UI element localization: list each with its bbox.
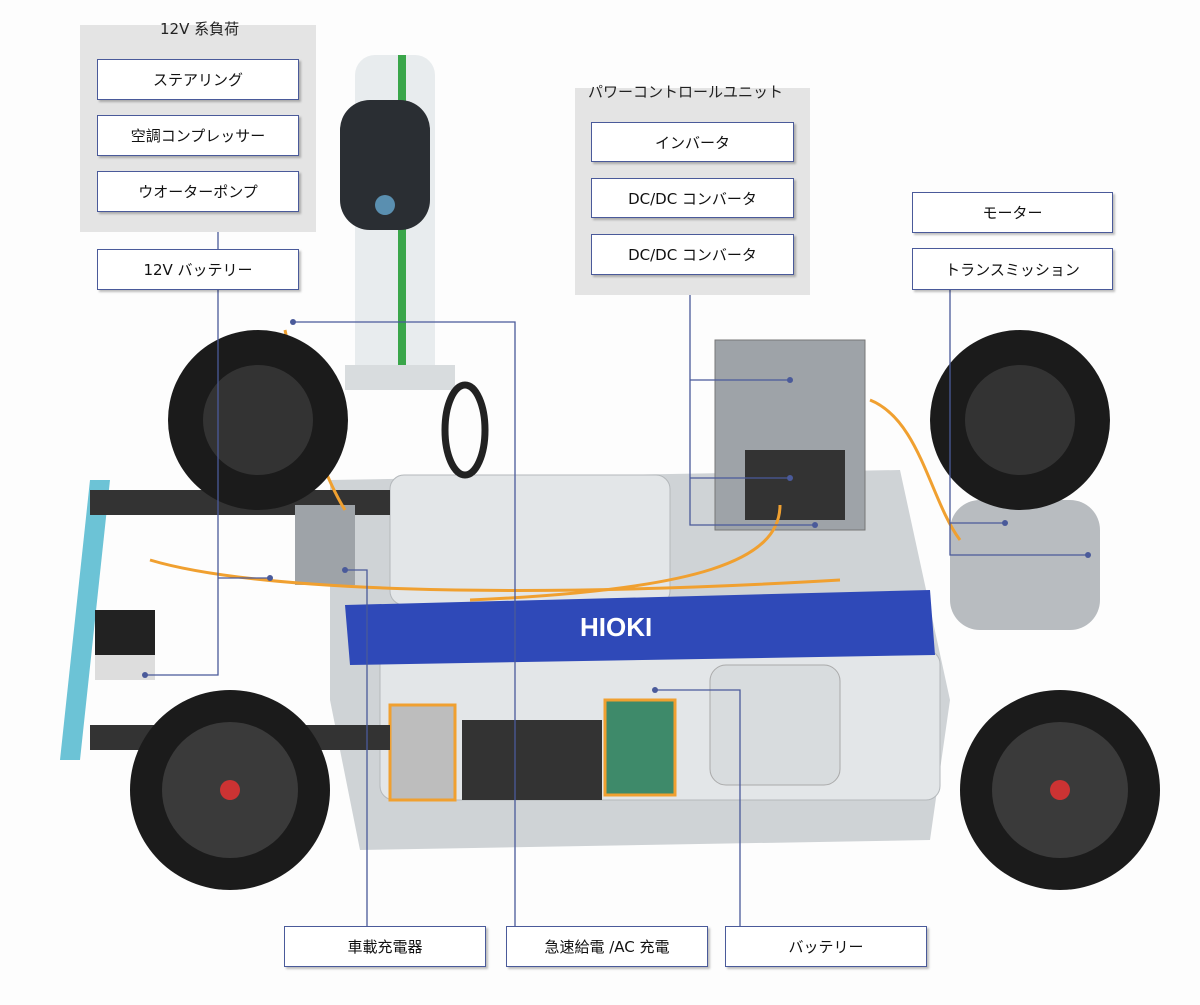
label-water-pump: ウオーターポンプ [97,171,299,212]
label-onboard-charger: 車載充電器 [284,926,486,967]
load-12v-title: 12V 系負荷 [160,20,240,38]
hioki-beam [345,590,935,665]
label-battery: バッテリー [725,926,927,967]
label-transmission: トランスミッション [912,248,1113,290]
label-steering: ステアリング [97,59,299,100]
charging-station [340,55,455,390]
leader-dots [142,319,1091,693]
label-dcdc-converter-2: DC/DC コンバータ [591,234,794,275]
wheels [130,330,1160,890]
label-12v-battery: 12V バッテリー [97,249,299,290]
label-motor: モーター [912,192,1113,233]
pcu-title: パワーコントロールユニット [588,83,784,101]
label-ac-compressor: 空調コンプレッサー [97,115,299,156]
label-dcdc-converter-1: DC/DC コンバータ [591,178,794,218]
motor-photo [950,500,1100,630]
label-quick-charge: 急速給電 /AC 充電 [506,926,708,967]
label-inverter: インバータ [591,122,794,162]
hioki-logo: HIOKI [580,612,652,642]
leader-lines [145,232,1088,926]
